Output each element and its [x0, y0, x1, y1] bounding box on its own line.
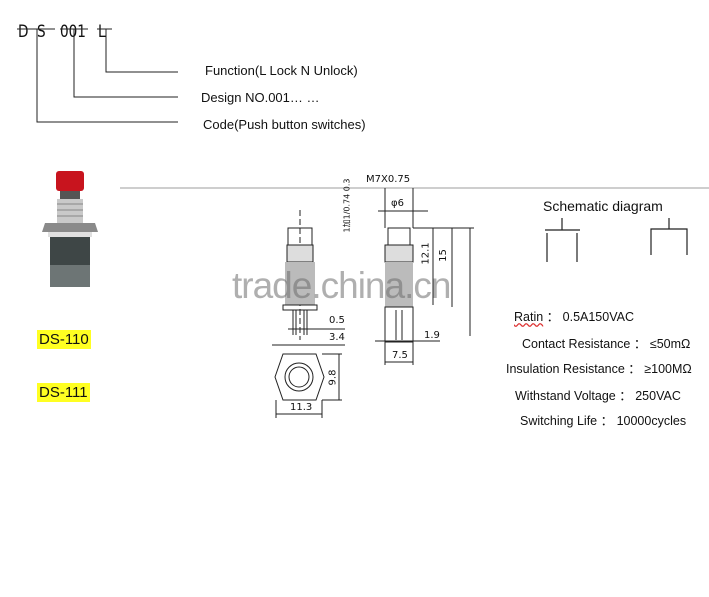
- dim-h1: 12.1: [420, 242, 432, 265]
- spec-label: Ratin: [514, 310, 544, 324]
- spec-value: ≤50mΩ: [649, 337, 691, 351]
- dim-hex-height: 9.8: [327, 369, 339, 386]
- dim-pin-spacing: 3.4: [329, 332, 345, 343]
- spec-label: Switching Life: [520, 414, 598, 428]
- schematic-symbols: [545, 218, 688, 262]
- spec-label: Withstand Voltage: [515, 389, 616, 403]
- spec-value: 10000cycles: [616, 414, 687, 428]
- legend-function: Function(L Lock N Unlock): [205, 63, 358, 78]
- schematic-title: Schematic diagram: [543, 198, 663, 214]
- spec-value: ≥100MΩ: [644, 362, 692, 376]
- dim-h2: 15: [437, 249, 449, 262]
- watermark: trade.china.cn: [232, 265, 451, 306]
- dim-hex-width: 11.3: [290, 402, 313, 413]
- code-design-no: 001: [60, 22, 86, 42]
- spec-contact-resistance: Contact Resistance ： ≤50mΩ: [522, 337, 691, 351]
- spec-label: Contact Resistance: [522, 337, 631, 351]
- legend-code: Code(Push button switches): [203, 117, 366, 132]
- model-ds-111: DS-111: [37, 383, 90, 402]
- dim-pin: 0.5: [329, 315, 345, 326]
- spec-value: 0.5A150VAC: [562, 310, 634, 324]
- spec-switching-life: Switching Life ： 10000cycles: [520, 414, 687, 428]
- spec-label: Insulation Resistance: [506, 362, 625, 376]
- dim-side-note: 1加1/0.74 0.3: [342, 178, 352, 233]
- side-view-left: [272, 210, 345, 418]
- spec-withstand-voltage: Withstand Voltage ： 250VAC: [515, 389, 681, 403]
- spec-value: 250VAC: [635, 389, 681, 403]
- dim-body-width: 7.5: [392, 350, 408, 361]
- dim-diameter: φ6: [391, 198, 404, 209]
- dim-terminal: 1.9: [424, 330, 440, 341]
- dim-thread: M7X0.75: [366, 174, 411, 185]
- code-function: L: [98, 22, 106, 42]
- code-letter-s: S: [37, 22, 46, 42]
- code-letter-d: D: [18, 22, 29, 42]
- side-view-right: [375, 188, 474, 365]
- spec-rating: Ratin ： 0.5A150VAC: [514, 310, 634, 324]
- model-ds-110: DS-110: [37, 330, 91, 349]
- legend-design: Design NO.001… …: [201, 90, 320, 105]
- spec-insulation-resistance: Insulation Resistance ： ≥100MΩ: [506, 362, 692, 376]
- switch-photo: [42, 171, 98, 287]
